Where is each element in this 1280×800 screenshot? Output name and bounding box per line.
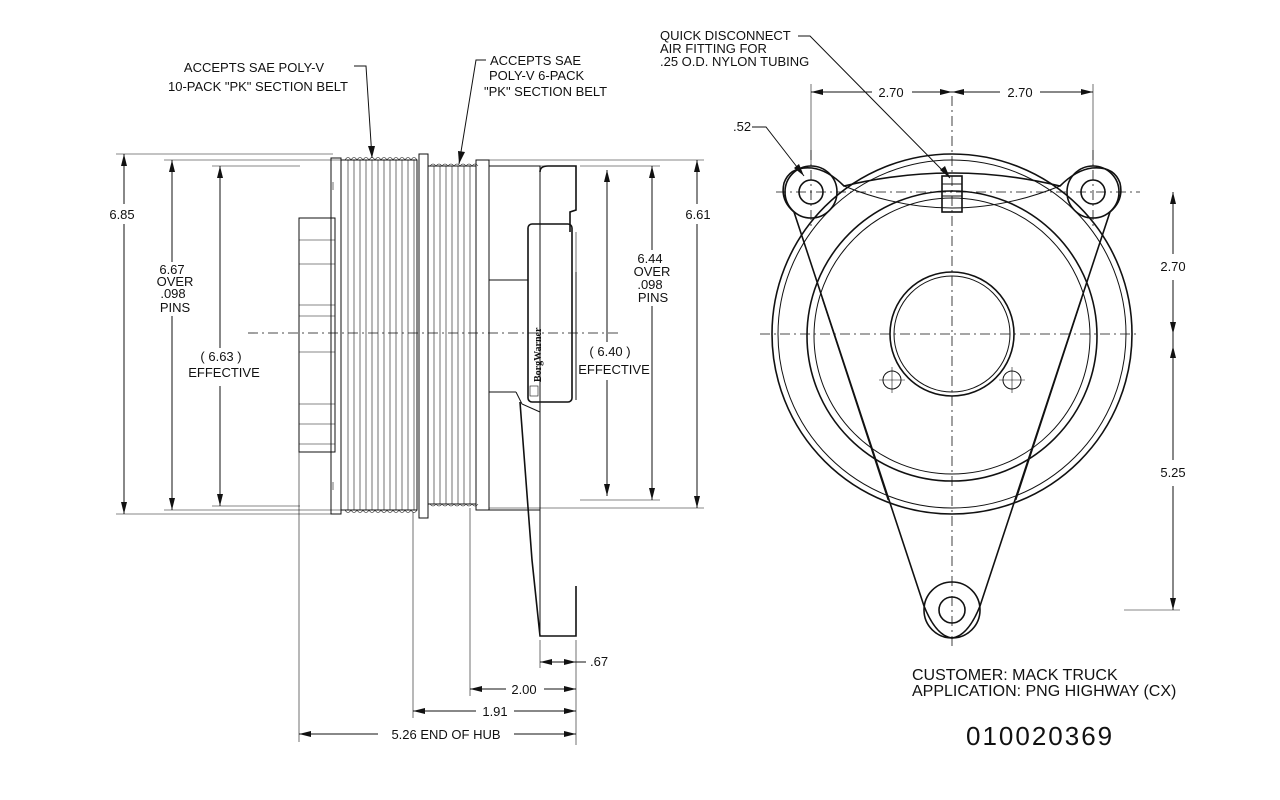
dim-067-label: .67	[590, 654, 608, 669]
mounting-bracket	[782, 166, 1122, 639]
dim-526-label: 5.26 END OF HUB	[391, 727, 500, 742]
brand-label: BorgWarner	[533, 327, 544, 382]
housing-outer-circle	[771, 153, 1133, 515]
note-10-pack-line1: ACCEPTS SAE POLY-V	[184, 60, 324, 75]
application-label: APPLICATION: PNG HIGHWAY (CX)	[912, 683, 1176, 700]
note-fitting-line2: AIR FITTING FOR	[660, 41, 767, 56]
dim-270-horizontal: 2.70 2.70	[810, 84, 1094, 165]
dim-685-label: 6.85	[109, 207, 134, 222]
dim-667-pins: PINS	[160, 300, 191, 315]
dim-640-label: ( 6.40 )	[589, 344, 630, 359]
dim-685: 6.85	[104, 153, 333, 515]
dim-270-left-label: 2.70	[878, 85, 903, 100]
dim-640-effective: EFFECTIVE	[578, 362, 650, 377]
dim-661: 6.61	[489, 159, 716, 509]
dim-vertical-right: 2.70 5.25	[1124, 192, 1186, 611]
dim-644-label: 6.44	[637, 251, 662, 266]
dim-052: .52	[733, 119, 805, 177]
note-6-pack-belt: ACCEPTS SAE POLY-V 6-PACK "PK" SECTION B…	[458, 53, 607, 165]
dim-052-label: .52	[733, 119, 751, 134]
dim-663-effective: EFFECTIVE	[188, 365, 260, 380]
dim-191: 1.91	[412, 512, 576, 719]
dim-663-label: ( 6.63 )	[200, 349, 241, 364]
customer-label: CUSTOMER: MACK TRUCK	[912, 667, 1118, 684]
dim-200: 2.00	[469, 508, 576, 697]
dim-644-pins: PINS	[638, 290, 669, 305]
dim-640: ( 6.40 ) EFFECTIVE	[578, 170, 650, 496]
note-fitting-line1: QUICK DISCONNECT	[660, 28, 791, 43]
note-6-pack-line1: ACCEPTS SAE	[490, 53, 581, 68]
dim-667: 6.67 OVER .098 PINS	[157, 159, 341, 511]
dim-644-over: OVER	[634, 264, 671, 279]
note-10-pack-belt: ACCEPTS SAE POLY-V 10-PACK "PK" SECTION …	[168, 60, 375, 159]
dim-644: 6.44 OVER .098 PINS	[580, 165, 671, 501]
pulley-10-pack	[340, 157, 418, 513]
dim-067: .67	[539, 640, 608, 745]
dim-667-pin-size: .098	[160, 286, 185, 301]
note-6-pack-line3: "PK" SECTION BELT	[484, 84, 607, 99]
dim-667-over: OVER	[157, 274, 194, 289]
center-flange	[418, 153, 429, 519]
dim-525-label: 5.25	[1160, 465, 1185, 480]
dim-270-vert-label: 2.70	[1160, 259, 1185, 274]
dim-200-label: 2.00	[511, 682, 536, 697]
front-view: .52 2.70 2.70 2.70	[660, 28, 1186, 650]
title-block: CUSTOMER: MACK TRUCK APPLICATION: PNG HI…	[912, 667, 1176, 751]
note-6-pack-line2: POLY-V 6-PACK	[489, 68, 584, 83]
note-fitting-line3: .25 O.D. NYLON TUBING	[660, 54, 809, 69]
dim-661-label: 6.61	[685, 207, 710, 222]
housing-body: BorgWarner	[489, 165, 577, 637]
rear-hub	[298, 157, 342, 515]
side-view: BorgWarner 6.85 6.67 OVER .098 PINS	[104, 53, 716, 745]
note-air-fitting: QUICK DISCONNECT AIR FITTING FOR .25 O.D…	[660, 28, 951, 179]
dim-191-label: 1.91	[482, 704, 507, 719]
dim-270-right-label: 2.70	[1007, 85, 1032, 100]
dim-667-label: 6.67	[159, 262, 184, 277]
dim-644-pin-size: .098	[637, 277, 662, 292]
dim-663: ( 6.63 ) EFFECTIVE	[188, 165, 300, 507]
pulley-6-pack	[427, 159, 490, 511]
note-10-pack-line2: 10-PACK "PK" SECTION BELT	[168, 79, 348, 94]
dim-526: 5.26 END OF HUB	[298, 452, 576, 742]
part-number: 010020369	[966, 721, 1114, 751]
